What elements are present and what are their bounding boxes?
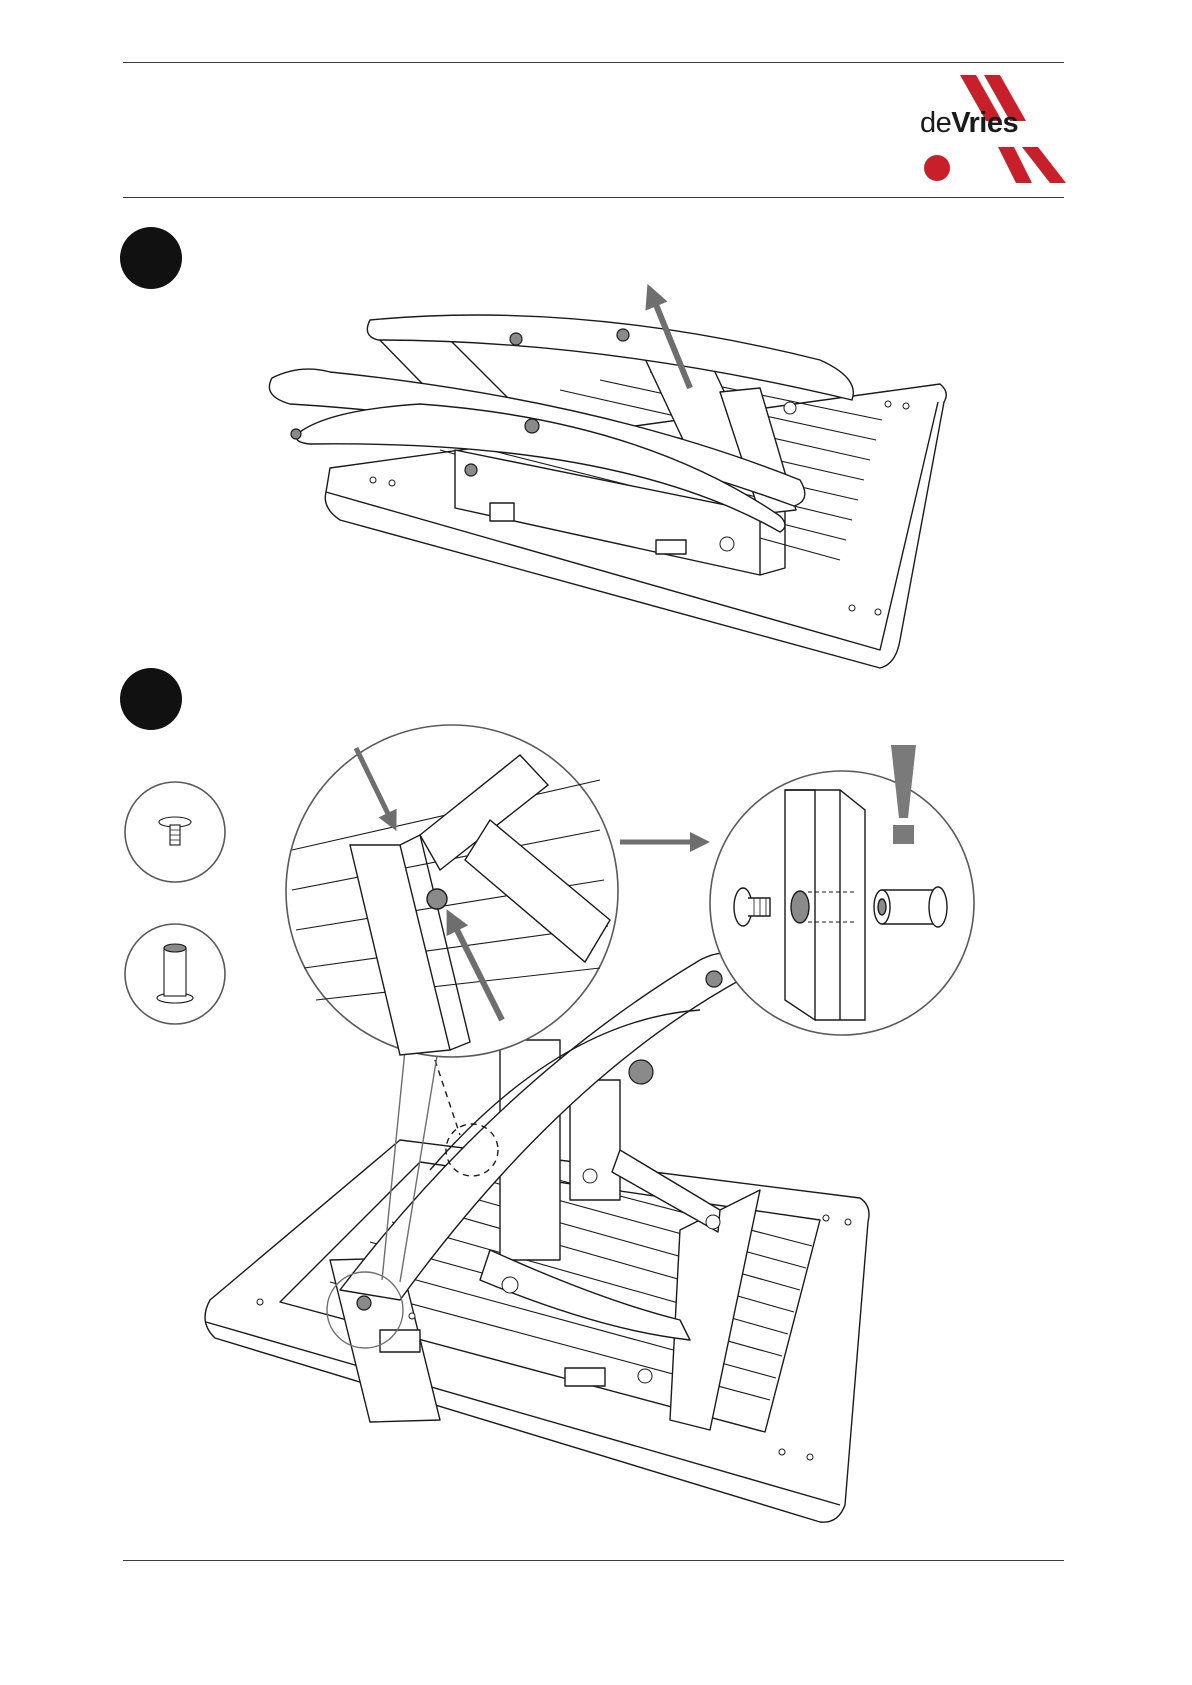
step-1-chair-drawing <box>269 315 946 668</box>
exploded-barrel-nut-icon <box>874 887 947 927</box>
step-2-chair-drawing <box>205 953 869 1522</box>
detail-exploded-magnifier <box>710 771 974 1035</box>
detail-hinge-magnifier <box>286 725 618 1057</box>
